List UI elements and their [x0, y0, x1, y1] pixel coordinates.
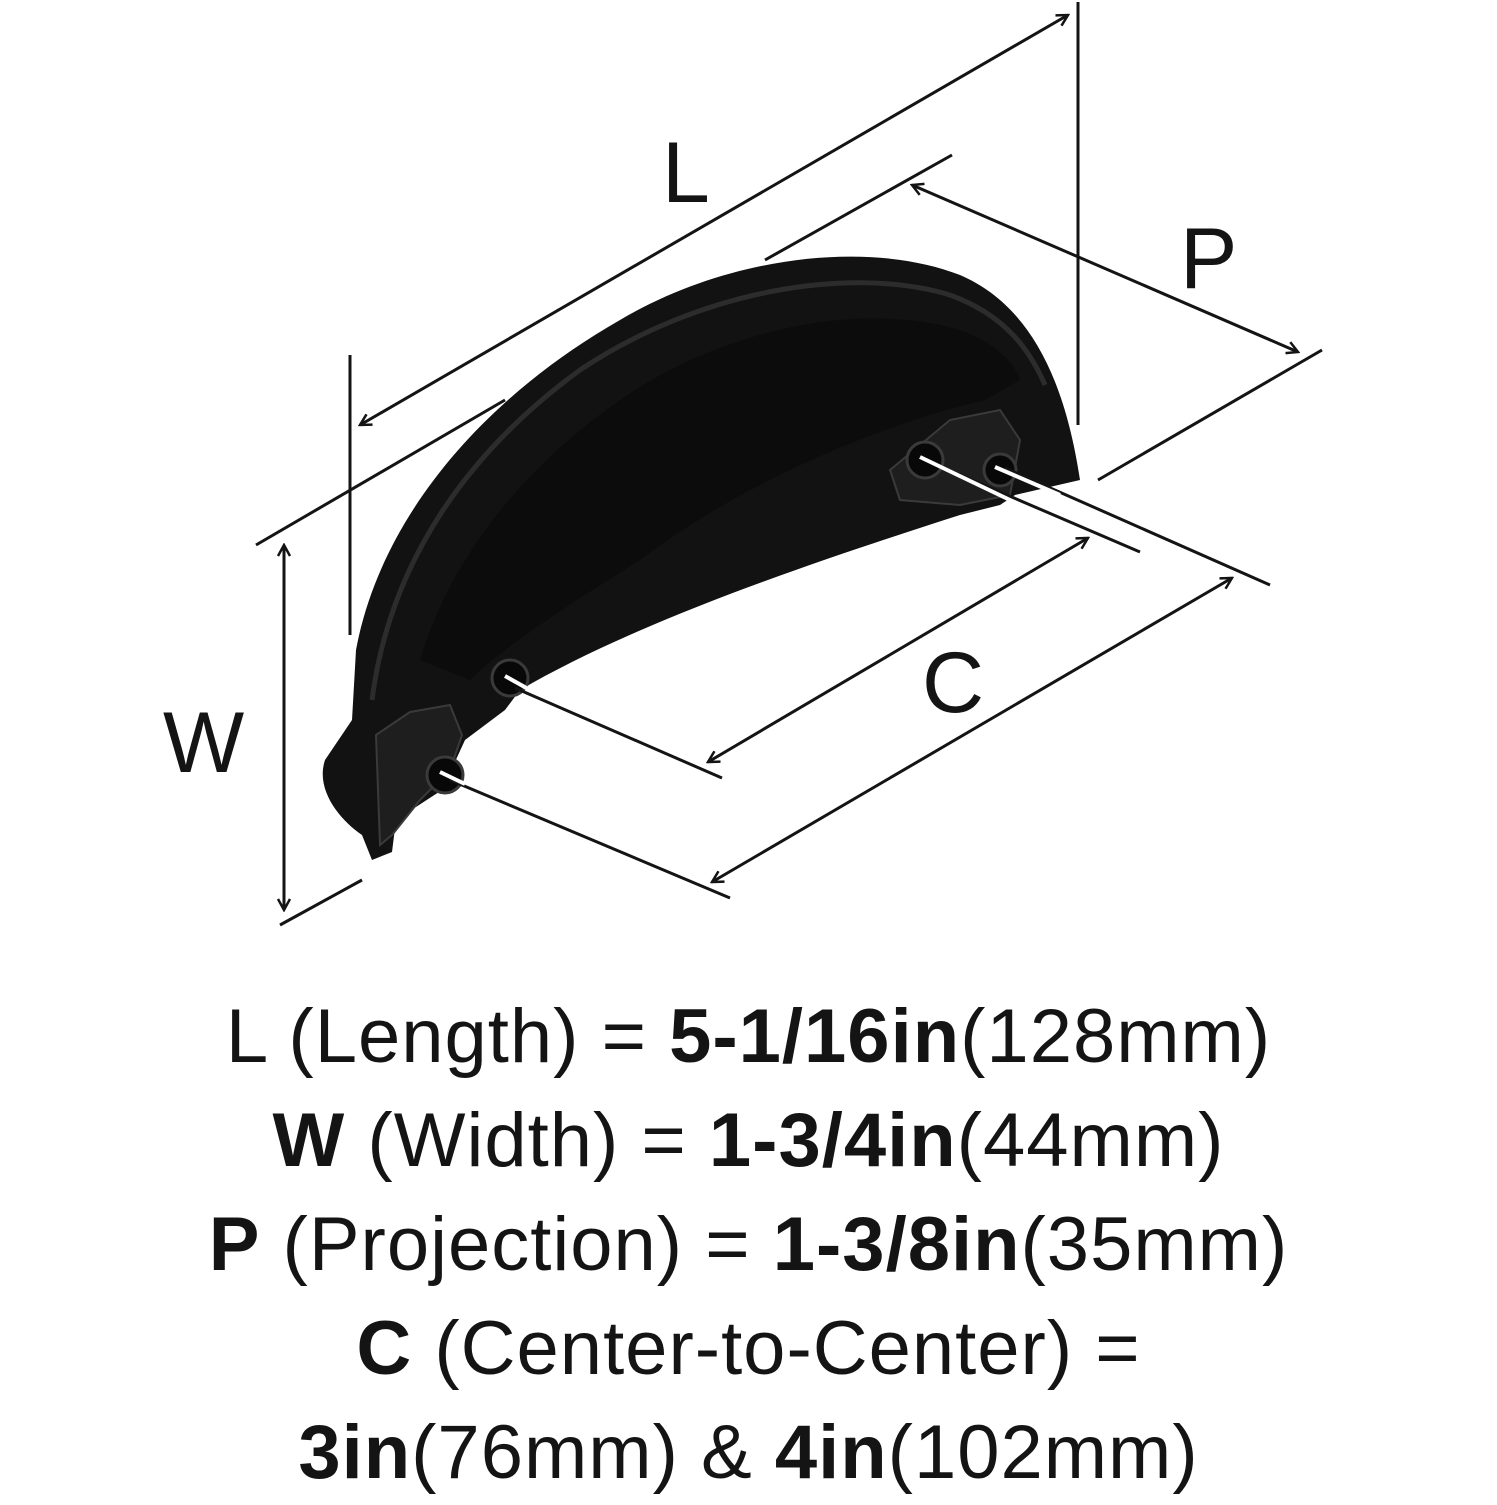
- spec-center-values: 3in(76mm) & 4in(102mm): [0, 1401, 1497, 1505]
- dimension-lines: [255, 2, 1323, 927]
- screw-pin-right-upper: [919, 455, 1011, 502]
- projection-extension-bottom: [1097, 348, 1323, 482]
- length-arrow: [360, 15, 1068, 425]
- center-arrow-4in: [712, 578, 1232, 882]
- spec-center-key: C: [356, 1306, 413, 1391]
- spec-projection-metric: (35mm): [1020, 1202, 1289, 1287]
- spec-width-imperial: 1-3/4in: [708, 1098, 957, 1183]
- spec-width: W (Width) = 1-3/4in(44mm): [0, 1089, 1497, 1193]
- screw-pin-left-upper: [504, 674, 531, 692]
- length-label: L: [662, 125, 710, 221]
- center-first-imperial: 3in: [298, 1410, 412, 1495]
- center-second-imperial: 4in: [774, 1410, 888, 1495]
- center-extension-lower-right: [1004, 466, 1271, 587]
- spec-length-key: L: [225, 994, 267, 1079]
- spec-width-metric: (44mm): [956, 1098, 1225, 1183]
- projection-arrow: [912, 185, 1298, 352]
- spec-length-metric: (128mm): [960, 994, 1272, 1079]
- spec-projection-name: (Projection) =: [260, 1202, 773, 1287]
- cup-pull-dimension-diagram: L P W C: [163, 2, 1323, 927]
- projection-extension-top: [764, 153, 953, 262]
- center-label: C: [922, 635, 984, 731]
- spec-length-name: (Length) =: [266, 994, 670, 1079]
- center-extension-lower-left: [449, 778, 731, 900]
- width-extension-top: [255, 398, 506, 547]
- spec-length-imperial: 5-1/16in: [669, 994, 961, 1079]
- spec-width-key: W: [272, 1098, 346, 1183]
- width-extension-bottom: [279, 878, 363, 927]
- spec-width-name: (Width) =: [345, 1098, 709, 1183]
- spec-projection-imperial: 1-3/8in: [772, 1202, 1021, 1287]
- screw-pin-left-lower: [439, 770, 466, 786]
- spec-projection-key: P: [208, 1202, 261, 1287]
- spec-center-name: (Center-to-Center) =: [412, 1306, 1141, 1391]
- spec-projection: P (Projection) = 1-3/8in(35mm): [0, 1193, 1497, 1297]
- center-joiner: &: [678, 1410, 775, 1495]
- spec-length: L (Length) = 5-1/16in(128mm): [0, 985, 1497, 1089]
- width-label: W: [163, 695, 244, 791]
- projection-label: P: [1180, 211, 1237, 307]
- center-second-metric: (102mm): [887, 1410, 1199, 1495]
- center-extension-upper-left: [514, 686, 723, 780]
- center-first-metric: (76mm): [411, 1410, 679, 1495]
- spec-center: C (Center-to-Center) =: [0, 1297, 1497, 1401]
- dimension-specs: L (Length) = 5-1/16in(128mm) W (Width) =…: [0, 985, 1497, 1505]
- screw-pin-right-lower: [994, 465, 1061, 497]
- screw-pin-lines: [439, 455, 1061, 786]
